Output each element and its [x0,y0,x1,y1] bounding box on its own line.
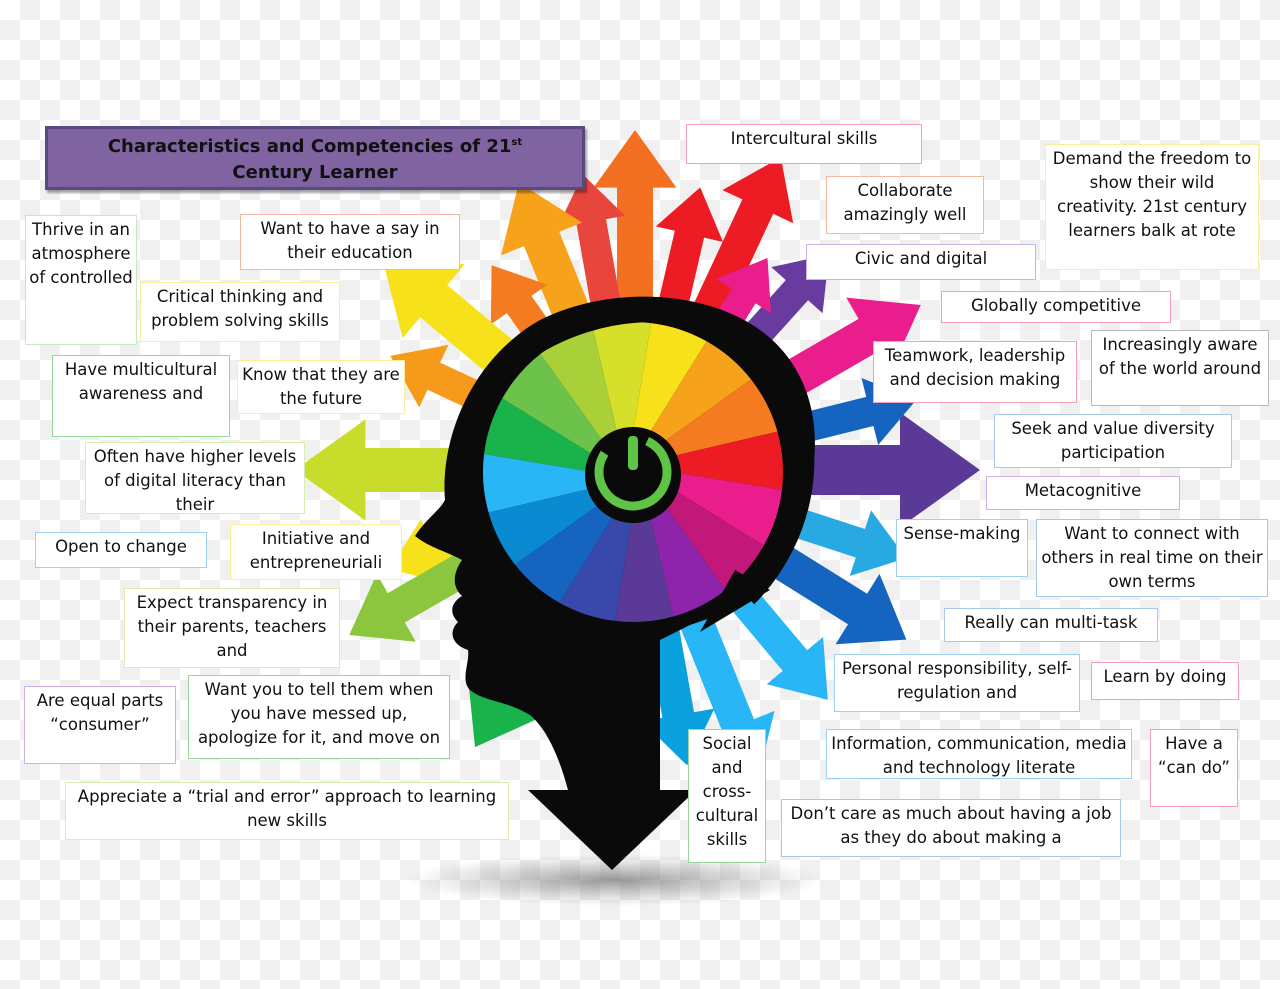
label-transparency: Expect transparency in their parents, te… [124,588,340,668]
label-metacognitive: Metacognitive [986,476,1180,510]
curved-arrow [516,310,815,605]
curved-arrow-head [700,570,770,632]
brain-petal-8 [615,508,674,622]
label-initiative: Initiative and entrepreneuriali [230,524,402,580]
label-thrive: Thrive in an atmosphere of controlled [25,215,137,345]
brain-petal-5 [669,472,782,546]
brain-petal-6 [661,487,764,591]
brain-color-burst [483,322,784,622]
label-civic: Civic and digital [806,244,1036,280]
label-teamwork: Teamwork, leadership and decision making [873,341,1077,403]
label-demand: Demand the freedom to show their wild cr… [1045,144,1259,270]
brain-petal-10 [514,500,618,603]
label-multicultural: Have multicultural awareness and [52,355,230,437]
brain-petal-4 [669,431,784,490]
label-sense: Sense-making [896,519,1028,577]
brain-petal-14 [502,353,605,457]
label-diversity: Seek and value diversity participation [994,414,1232,468]
label-open: Open to change [35,532,207,568]
power-button-icon [594,433,672,511]
label-critical: Critical thinking and problem solving sk… [140,282,340,342]
arrow-19 [715,412,980,528]
brain-petal-7 [648,500,726,617]
title-superscript: st [511,137,523,148]
brain-petal-13 [484,398,597,472]
label-global: Globally competitive [941,291,1171,323]
label-equal: Are equal parts “consumer” [24,686,176,764]
label-collaborate: Collaborate amazingly well [826,176,984,234]
brain-petal-12 [483,454,597,513]
label-info: Information, communication, media and te… [826,729,1132,779]
label-learn-by: Learn by doing [1091,662,1239,700]
page-title: Characteristics and Competencies of 21st… [45,126,585,190]
label-personal: Personal responsibility, self-regulation… [834,654,1080,712]
brain-petal-1 [633,323,707,436]
brain-petal-15 [540,327,618,444]
label-intercultural: Intercultural skills [686,124,922,164]
label-job: Don’t care as much about having a job as… [781,799,1121,857]
brain-petal-3 [661,379,778,457]
label-future: Know that they are the future [237,360,405,414]
label-say: Want to have a say in their education [240,214,460,270]
title-main: Characteristics and Competencies of 21 [107,136,512,157]
label-trial: Appreciate a “trial and error” approach … [65,782,509,840]
label-connect: Want to connect with others in real time… [1036,519,1268,597]
arrow-9 [295,419,555,521]
brain-petal-9 [559,508,633,621]
label-social: Social and cross-cultural skills [688,729,766,863]
label-can-do: Have a “can do” [1150,729,1238,807]
title-line2: Century Learner [232,162,398,183]
floor-shadow [405,854,825,906]
brain-petal-2 [648,341,752,444]
label-digital-literacy: Often have higher levels of digital lite… [85,442,305,514]
brain-petal-11 [488,487,605,565]
arrow-1 [593,130,677,390]
brain-petal-16 [592,322,651,436]
label-messed: Want you to tell them when you have mess… [188,675,450,759]
label-multitask: Really can multi-task [944,608,1158,642]
label-aware: Increasingly aware of the world around [1091,330,1269,406]
